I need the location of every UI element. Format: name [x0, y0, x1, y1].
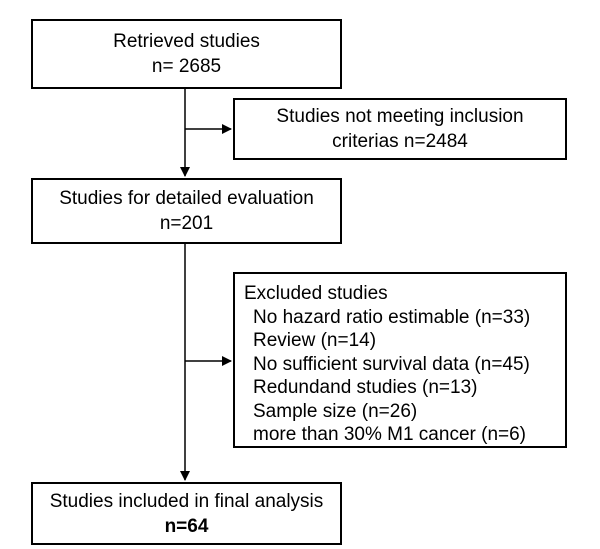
not-meeting-criteria-line1: Studies not meeting inclusion	[276, 106, 524, 127]
not-meeting-criteria-line2: criterias n=2484	[332, 131, 468, 152]
exclusion-reason-review: Review (n=14)	[253, 330, 377, 351]
final-analysis-title: Studies included in final analysis	[49, 490, 324, 512]
exclusion-reason-sample-size: Sample size (n=26)	[253, 400, 418, 422]
detailed-evaluation-count: n=201	[159, 213, 214, 234]
final-analysis-box: Studies included in final analysis n=64	[31, 482, 342, 545]
retrieved-studies-box: Retrieved studies n= 2685	[31, 19, 342, 89]
not-meeting-criteria-box: Studies not meeting inclusion criterias …	[233, 98, 567, 160]
exclusion-reason-hazard-ratio: No hazard ratio estimable (n=33)	[253, 306, 531, 328]
excluded-studies-box: Excluded studies No hazard ratio estimab…	[233, 272, 567, 448]
retrieved-studies-count: n= 2685	[151, 56, 222, 77]
exclusion-reason-redundant: Redundand studies (n=13)	[253, 377, 478, 398]
excluded-studies-title: Excluded studies	[244, 283, 388, 304]
retrieved-studies-title: Retrieved studies	[113, 31, 260, 52]
exclusion-reason-survival-data: No sufficient survival data (n=45)	[253, 353, 530, 375]
final-analysis-count: n=64	[164, 515, 209, 537]
detailed-evaluation-title: Studies for detailed evaluation	[59, 188, 314, 209]
detailed-evaluation-box: Studies for detailed evaluation n=201	[31, 178, 342, 244]
exclusion-reason-m1-cancer: more than 30% M1 cancer (n=6)	[253, 424, 526, 445]
